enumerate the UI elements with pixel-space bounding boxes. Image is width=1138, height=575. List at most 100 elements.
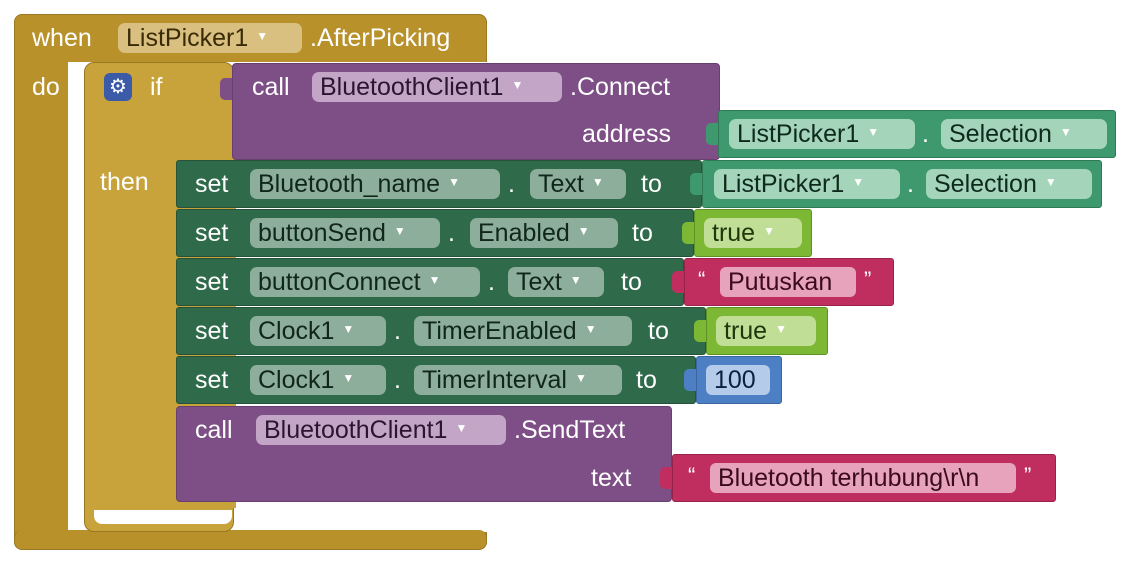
setter-property-dropdown[interactable]: TimerInterval ▼ <box>414 365 622 395</box>
triangle-down-icon: ▼ <box>511 78 524 93</box>
when-label: when <box>32 24 92 52</box>
triangle-down-icon: ▼ <box>577 224 590 239</box>
setter-component: Clock1 <box>258 366 335 394</box>
setter-component: Bluetooth_name <box>258 170 441 198</box>
logic-true-value: true <box>712 219 756 247</box>
set-label: set <box>195 219 229 247</box>
to-label: to <box>641 170 662 198</box>
gear-icon[interactable]: ⚙ <box>104 73 132 101</box>
setter-dot: . <box>508 170 515 198</box>
setter-property-dropdown[interactable]: Text ▼ <box>530 169 626 199</box>
sendtext-method-label: .SendText <box>514 416 626 444</box>
setter-value-getter-plug <box>690 173 702 195</box>
call-connect-call-label: call <box>252 73 290 101</box>
logic-true-dropdown[interactable]: true ▼ <box>704 218 802 248</box>
text-literal-plug <box>672 271 684 293</box>
to-label: to <box>621 268 642 296</box>
logic-true-value: true <box>724 317 768 345</box>
setter-property-dropdown[interactable]: TimerEnabled ▼ <box>414 316 632 346</box>
event-name-label: .AfterPicking <box>310 24 451 52</box>
triangle-down-icon: ▼ <box>775 322 787 337</box>
setter-component-dropdown[interactable]: buttonConnect ▼ <box>250 267 480 297</box>
setter-value-property: Selection <box>934 170 1037 198</box>
setter-value-component: ListPicker1 <box>722 170 845 198</box>
close-quote: ” <box>864 267 872 292</box>
event-block-footer <box>14 530 487 550</box>
setter-property-dropdown[interactable]: Enabled▼ <box>470 218 618 248</box>
sendtext-component-name: BluetoothClient1 <box>264 416 448 444</box>
text-literal-field[interactable]: Putuskan <box>720 267 856 297</box>
triangle-down-icon: ▼ <box>448 175 460 190</box>
sendtext-param-label: text <box>591 464 632 492</box>
setter-value-property-dropdown[interactable]: Selection ▼ <box>926 169 1092 199</box>
triangle-down-icon: ▼ <box>455 421 468 436</box>
triangle-down-icon: ▼ <box>852 175 865 190</box>
setter-dot: . <box>488 268 495 296</box>
math-number-field[interactable]: 100 <box>706 365 770 395</box>
triangle-down-icon: ▼ <box>584 322 597 337</box>
setter-component-dropdown[interactable]: buttonSend ▼ <box>250 218 440 248</box>
triangle-down-icon: ▼ <box>342 322 355 337</box>
sendtext-text-literal-plug <box>660 467 672 489</box>
sendtext-component-dropdown[interactable]: BluetoothClient1 ▼ <box>256 415 506 445</box>
setter-dot: . <box>448 219 455 247</box>
to-label: to <box>648 317 669 345</box>
setter-value-dot: . <box>907 170 914 198</box>
setter-dot: . <box>394 366 401 394</box>
logic-true-plug <box>694 320 706 342</box>
triangle-down-icon: ▼ <box>428 273 441 288</box>
triangle-down-icon: ▼ <box>393 224 406 239</box>
connect-component-name: BluetoothClient1 <box>320 73 504 101</box>
to-label: to <box>636 366 657 394</box>
event-component-name: ListPicker1 <box>126 24 249 52</box>
triangle-down-icon: ▼ <box>574 371 587 386</box>
to-label: to <box>632 219 653 247</box>
triangle-down-icon: ▼ <box>256 29 269 44</box>
if-block-end-notch <box>94 510 232 524</box>
setter-property-dropdown[interactable]: Text ▼ <box>508 267 604 297</box>
setter-property: TimerEnabled <box>422 317 577 345</box>
triangle-down-icon: ▼ <box>1059 125 1072 140</box>
set-label: set <box>195 268 229 296</box>
setter-property: Text <box>516 268 562 296</box>
then-label: then <box>100 168 149 196</box>
connect-address-label: address <box>582 120 671 148</box>
address-getter-dot: . <box>922 120 929 148</box>
sendtext-text-field[interactable]: Bluetooth terhubung\r\n <box>710 463 1016 493</box>
open-quote: “ <box>688 463 696 488</box>
triangle-down-icon: ▼ <box>867 125 880 140</box>
logic-true-plug <box>682 222 694 244</box>
setter-component-dropdown[interactable]: Clock1 ▼ <box>250 316 386 346</box>
setter-component-dropdown[interactable]: Clock1 ▼ <box>250 365 386 395</box>
setter-property: TimerInterval <box>422 366 567 394</box>
triangle-down-icon: ▼ <box>342 371 355 386</box>
set-label: set <box>195 366 229 394</box>
setter-value-component-dropdown[interactable]: ListPicker1 ▼ <box>714 169 900 199</box>
setter-component: Clock1 <box>258 317 335 345</box>
setter-component: buttonSend <box>258 219 386 247</box>
call-connect-plug <box>220 78 232 100</box>
setter-component-dropdown[interactable]: Bluetooth_name ▼ <box>250 169 500 199</box>
close-quote: ” <box>1024 463 1032 488</box>
address-getter-property-dropdown[interactable]: Selection ▼ <box>941 119 1107 149</box>
triangle-down-icon: ▼ <box>763 224 775 239</box>
triangle-down-icon: ▼ <box>1044 175 1057 190</box>
logic-true-dropdown[interactable]: true ▼ <box>716 316 816 346</box>
connect-component-dropdown[interactable]: BluetoothClient1 ▼ <box>312 72 562 102</box>
address-getter-property: Selection <box>949 120 1052 148</box>
setter-component: buttonConnect <box>258 268 421 296</box>
set-label: set <box>195 170 229 198</box>
address-getter-component-dropdown[interactable]: ListPicker1 ▼ <box>729 119 915 149</box>
address-getter-component: ListPicker1 <box>737 120 860 148</box>
setter-dot: . <box>394 317 401 345</box>
event-component-dropdown[interactable]: ListPicker1 ▼ <box>118 23 302 53</box>
math-number-plug <box>684 369 696 391</box>
open-quote: “ <box>698 267 706 292</box>
if-label: if <box>150 73 163 101</box>
triangle-down-icon: ▼ <box>569 273 582 288</box>
setter-property: Text <box>538 170 584 198</box>
set-label: set <box>195 317 229 345</box>
do-label: do <box>32 73 60 101</box>
triangle-down-icon: ▼ <box>591 175 604 190</box>
call-sendtext-call-label: call <box>195 416 233 444</box>
